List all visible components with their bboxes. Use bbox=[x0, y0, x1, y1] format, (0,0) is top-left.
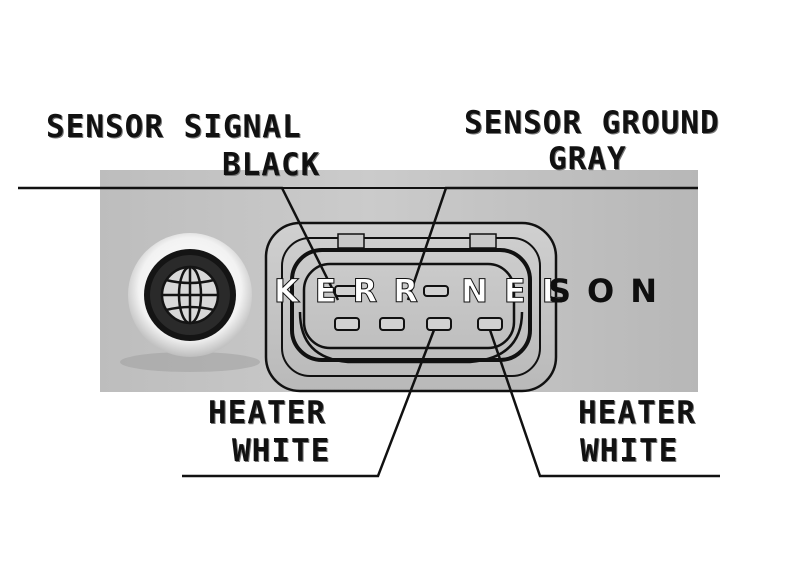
heater-right-label: HEATER bbox=[578, 395, 696, 431]
heater-left-wire-color: WHITE bbox=[232, 433, 331, 469]
pin-upper-left bbox=[334, 285, 360, 297]
leader-sensor-signal bbox=[18, 186, 340, 301]
brand-text-left: KERR NEL bbox=[273, 272, 579, 311]
leader-lines bbox=[18, 186, 720, 478]
pin-upper-ground bbox=[423, 285, 449, 297]
heater-left-label: HEATER bbox=[208, 395, 326, 431]
leader-sensor-ground bbox=[406, 186, 698, 301]
pin-heater-left-signal bbox=[379, 317, 405, 331]
globe-icon bbox=[120, 233, 260, 372]
sensor-signal-label: SENSOR SIGNAL bbox=[46, 109, 302, 145]
sensor-ground-label: SENSOR GROUND bbox=[464, 105, 720, 141]
pin-heater-right bbox=[477, 317, 503, 331]
leader-heater-left bbox=[182, 329, 436, 478]
leader-heater-right bbox=[488, 329, 720, 478]
sensor-ground-wire-color: GRAY bbox=[548, 141, 627, 177]
heater-right-wire-color: WHITE bbox=[580, 433, 679, 469]
sensor-signal-wire-color: BLACK bbox=[222, 147, 321, 183]
pin-sensor-signal bbox=[334, 317, 360, 331]
pin-heater-left bbox=[426, 317, 452, 331]
brand-text-right: SON bbox=[548, 272, 674, 310]
